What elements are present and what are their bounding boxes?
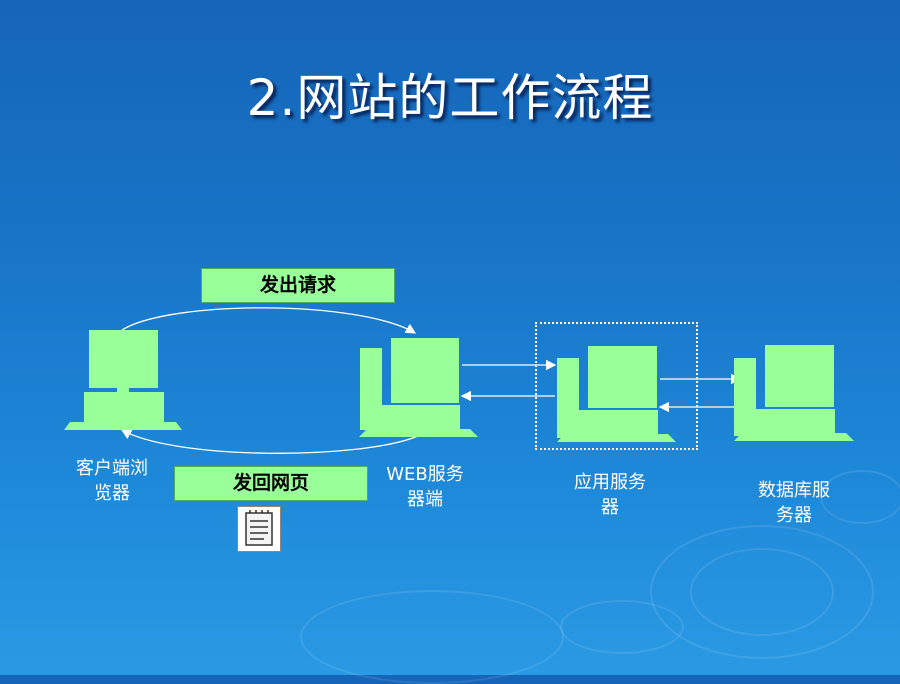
ripple-decoration <box>690 548 834 636</box>
web-label-line1: WEB服务 <box>386 464 464 485</box>
request-arc <box>121 307 417 334</box>
app-label: 应用服务 器 <box>550 470 670 520</box>
client-label-line1: 客户端浏 <box>76 458 148 479</box>
response-label: 发回网页 <box>174 466 368 501</box>
app-label-line2: 器 <box>601 497 619 518</box>
db-server-computer-icon <box>734 345 854 441</box>
ripple-decoration <box>560 600 684 654</box>
request-label: 发出请求 <box>201 268 395 303</box>
client-label: 客户端浏 览器 <box>52 456 172 506</box>
db-label-line2: 务器 <box>776 505 812 526</box>
slide-title: 2.网站的工作流程 <box>246 69 654 127</box>
ripple-decoration <box>820 470 900 524</box>
client-computer-icon <box>64 330 182 430</box>
ripple-decoration <box>650 525 874 659</box>
web-label-line2: 器端 <box>407 489 443 510</box>
app-server-frame <box>535 322 698 450</box>
db-label: 数据库服 务器 <box>734 478 854 528</box>
db-label-line1: 数据库服 <box>758 480 830 501</box>
notepad-document-icon <box>237 506 281 552</box>
web-label: WEB服务 器端 <box>365 462 485 512</box>
client-label-line2: 览器 <box>94 483 130 504</box>
app-label-line1: 应用服务 <box>574 472 646 493</box>
web-server-computer-icon <box>359 338 478 437</box>
response-arc <box>120 429 419 454</box>
app-server-computer-icon <box>557 346 676 442</box>
